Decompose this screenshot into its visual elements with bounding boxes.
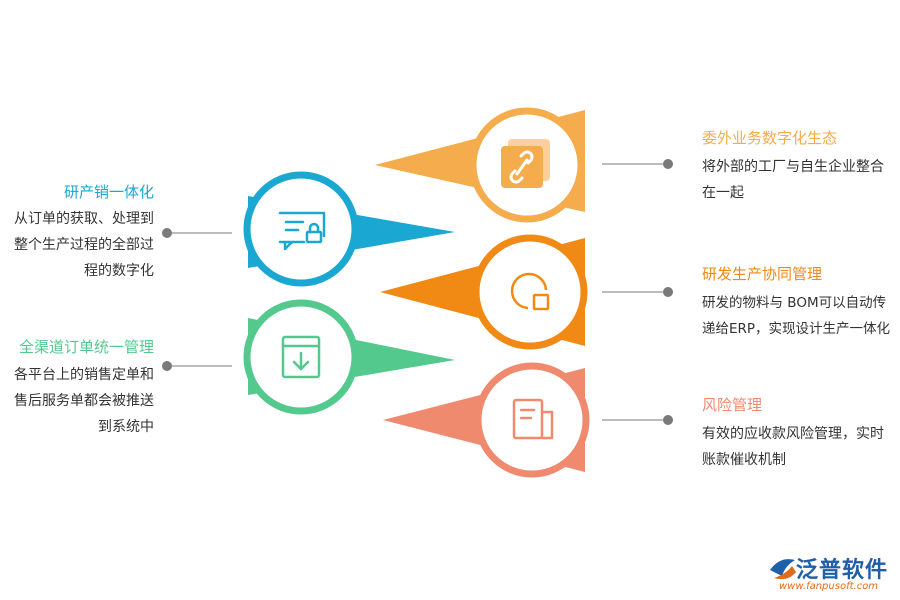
item-description: 从订单的获取、处理到 整个生产过程的全部过 程的数字化 <box>0 206 154 284</box>
chat-lock-icon <box>278 211 326 251</box>
item-description: 研发的物料与 BOM可以自动传 递给ERP，实现设计生产一体化 <box>702 290 900 342</box>
pin-outsourcing-ecosystem <box>375 107 585 223</box>
link-icon <box>501 139 550 188</box>
description-line: 账款催收机制 <box>702 452 786 468</box>
description-line: 各平台上的销售定单和 <box>14 367 154 383</box>
connector-lines <box>162 159 673 425</box>
pin-research-production-sales <box>243 171 455 287</box>
item-title: 研发生产协同管理 <box>702 265 823 283</box>
description-line: 递给ERP，实现设计生产一体化 <box>702 321 891 337</box>
description-line: 将外部的工厂与自生企业整合 <box>702 159 884 175</box>
item-description: 有效的应收款风险管理，实时 账款催收机制 <box>702 421 898 473</box>
pin-circle <box>243 171 359 287</box>
pie-square-icon <box>510 272 550 311</box>
pin-omnichannel-orders <box>243 299 455 415</box>
description-line: 从订单的获取、处理到 <box>14 211 154 227</box>
description-line: 程的数字化 <box>84 263 154 279</box>
pin-circle <box>474 362 590 478</box>
description-line: 整个生产过程的全部过 <box>14 237 154 253</box>
description-line: 研发的物料与 BOM可以自动传 <box>702 295 887 311</box>
pin-circle <box>472 234 588 350</box>
logo-url: www.fanpusoft.com <box>779 581 879 592</box>
download-box-icon <box>281 335 321 379</box>
description-line: 到系统中 <box>98 419 154 435</box>
item-title: 委外业务数字化生态 <box>702 129 838 147</box>
item-description: 各平台上的销售定单和 售后服务单都会被推送 到系统中 <box>0 362 154 440</box>
item-description: 将外部的工厂与自生企业整合 在一起 <box>702 154 898 206</box>
document-icon <box>512 398 554 440</box>
description-line: 售后服务单都会被推送 <box>14 393 154 409</box>
pin-risk-management <box>383 362 590 478</box>
pin-rd-production <box>380 234 588 350</box>
logo-mark-icon <box>770 559 796 580</box>
item-title: 全渠道订单统一管理 <box>18 338 154 356</box>
description-line: 在一起 <box>702 185 744 201</box>
description-line: 有效的应收款风险管理，实时 <box>702 426 884 442</box>
item-title: 风险管理 <box>702 396 763 414</box>
item-title: 研产销一体化 <box>63 183 154 201</box>
logo-name: 泛普软件 <box>796 558 889 583</box>
